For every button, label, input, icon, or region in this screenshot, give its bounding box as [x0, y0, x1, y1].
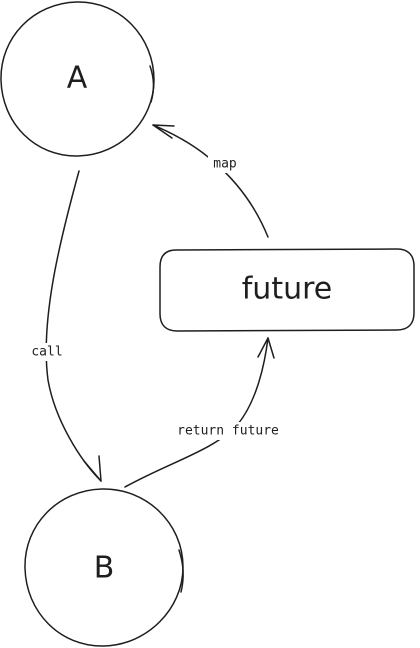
edge-return-future-label: return future	[177, 424, 279, 439]
edge-return-future[interactable]: return future	[124, 337, 283, 488]
edge-return-future-label-bg	[173, 422, 283, 440]
edge-call-line	[45, 170, 102, 482]
node-b-circle	[24, 488, 184, 647]
edge-map-label: map	[213, 157, 237, 172]
edge-map-label-bg	[208, 155, 242, 173]
node-b-label: B	[94, 551, 115, 586]
edge-call-label: call	[31, 345, 62, 360]
edge-call-label-bg	[30, 343, 64, 361]
edge-return-future-line	[124, 337, 269, 488]
node-future-box	[159, 248, 415, 332]
edge-call[interactable]: call	[30, 170, 102, 482]
edge-map-line	[152, 124, 269, 238]
edge-map-arrowhead	[152, 124, 175, 139]
node-a-label: A	[67, 61, 88, 96]
node-a-circle	[0, 1, 155, 157]
node-a[interactable]: A	[0, 1, 155, 157]
edge-call-arrowhead	[83, 455, 102, 482]
node-b-circle-overdraw	[178, 549, 184, 593]
node-future[interactable]: future	[159, 248, 415, 332]
node-b[interactable]: B	[24, 488, 184, 647]
edge-return-future-arrowhead	[257, 337, 275, 359]
node-future-label: future	[242, 272, 332, 307]
node-a-circle-overdraw	[149, 65, 155, 103]
edge-map[interactable]: map	[152, 124, 269, 238]
